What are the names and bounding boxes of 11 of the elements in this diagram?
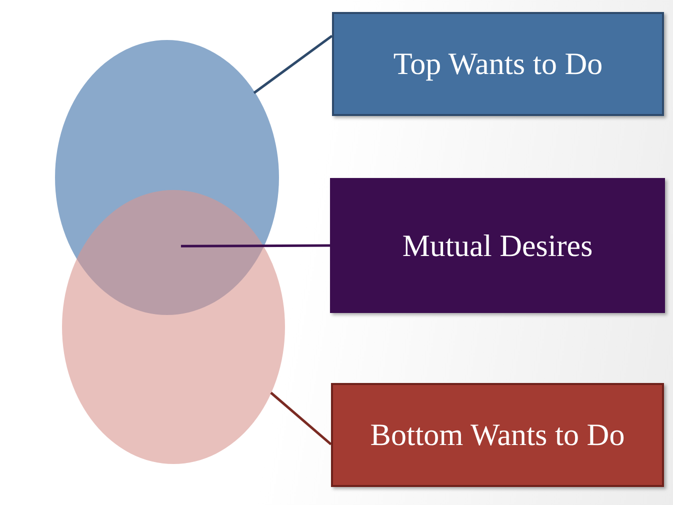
leader-line (253, 34, 333, 94)
leader-line (270, 392, 332, 446)
leader-line (180, 244, 330, 248)
venn-ellipse (55, 40, 279, 315)
label-box (332, 12, 664, 116)
box-label: Mutual Desires (402, 228, 593, 264)
venn-ellipse (62, 190, 285, 464)
label-box (331, 383, 664, 487)
box-label: Bottom Wants to Do (370, 417, 625, 453)
box-label: Top Wants to Do (393, 46, 603, 82)
label-box (330, 178, 665, 313)
